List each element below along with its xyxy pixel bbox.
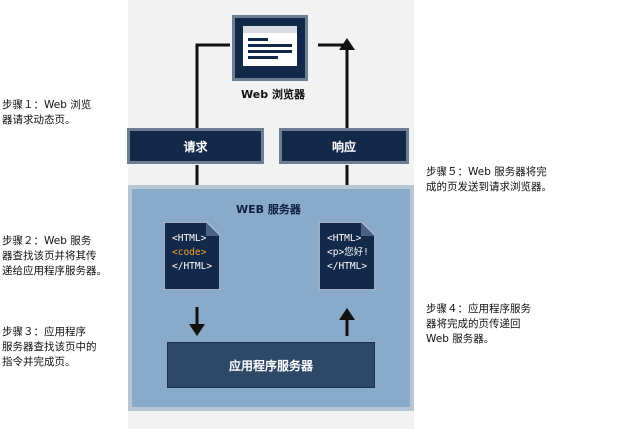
app-server-box: 应用程序服务器 xyxy=(167,342,375,388)
response-arrowhead xyxy=(339,38,355,50)
up-from-app-arrowhead xyxy=(339,308,355,320)
browser-icon xyxy=(232,15,308,81)
html-code-document: <HTML><code></HTML> xyxy=(164,222,220,290)
step-3-text: 步骤３：应用程序 服务器查找该页中的 指令并完成页。 xyxy=(2,326,97,368)
request-connector xyxy=(195,43,230,130)
step-2-text: 步骤２：Web 服务 器查找该页并将其传 递给应用程序服务器。 xyxy=(2,235,107,277)
browser-label: Web 浏览器 xyxy=(241,88,305,101)
step-5-text: 步骤５：Web 服务器将完 成的页发送到请求浏览器。 xyxy=(426,166,552,193)
response-box: 响应 xyxy=(279,128,409,164)
step-4-text: 步骤４：应用程序服务 器将完成的页传递回 Web 服务器。 xyxy=(426,303,531,345)
step-1-text: 步骤１：Web 浏览 器请求动态页。 xyxy=(2,99,92,126)
request-box: 请求 xyxy=(127,128,264,164)
html-hello-document: <HTML><p>您好!</HTML> xyxy=(319,222,375,290)
down-to-app-arrowhead xyxy=(189,324,205,336)
web-server-label: WEB 服务器 xyxy=(236,203,301,216)
